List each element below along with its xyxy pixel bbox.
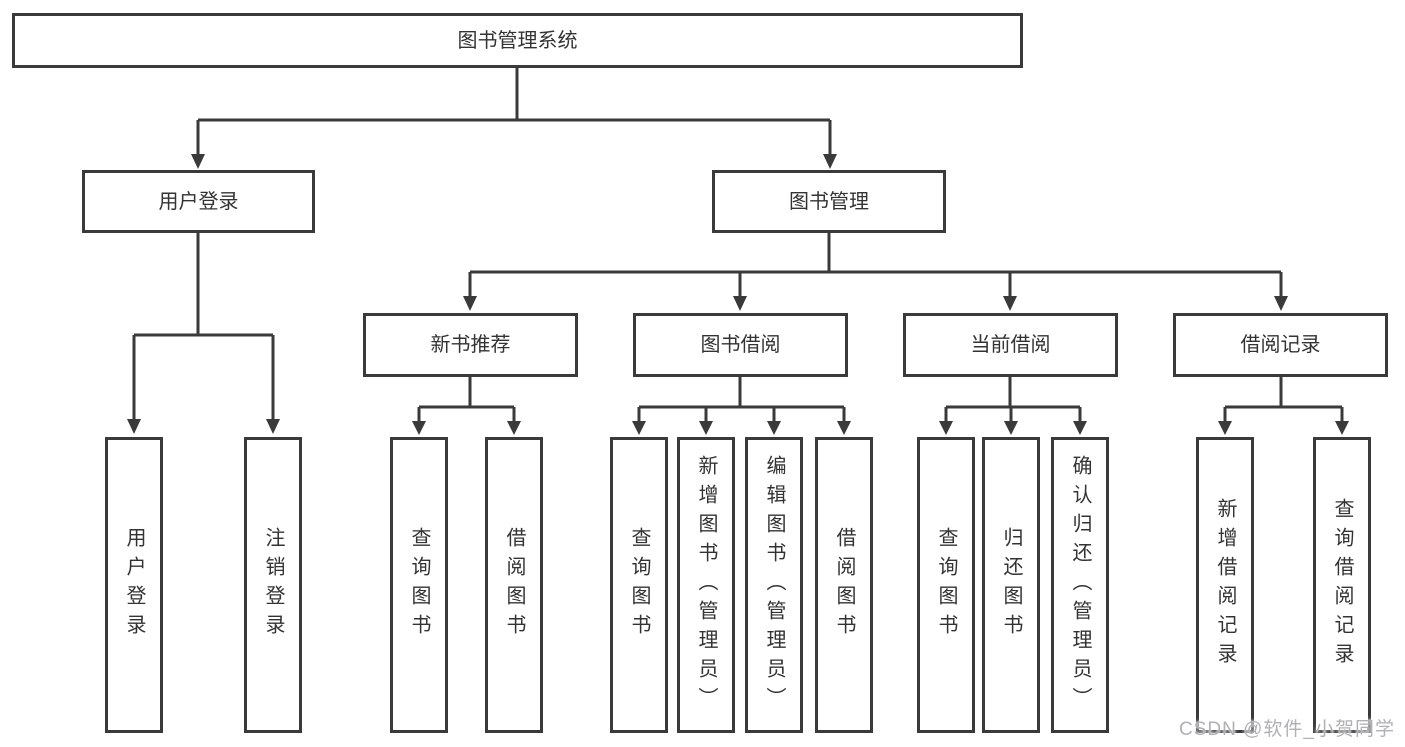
leaf-borrow-edit-admin-label: 编辑图书（管理员） xyxy=(763,454,785,716)
connector-root-to-level2 xyxy=(191,68,837,169)
node-root-system: 图书管理系统 xyxy=(12,13,1023,68)
connector-book-borrow-children xyxy=(632,377,851,435)
connector-current-borrow-children xyxy=(939,377,1087,435)
connector-new-book-children xyxy=(412,377,521,435)
node-book-management-label: 图书管理 xyxy=(789,190,869,213)
leaf-newbook-borrow-label: 借阅图书 xyxy=(503,527,525,643)
connector-user-login-children xyxy=(127,233,280,434)
leaf-record-add-label: 新增借阅记录 xyxy=(1214,498,1236,672)
node-user-login: 用户登录 xyxy=(82,170,315,233)
leaf-logout: 注销登录 xyxy=(244,437,302,733)
node-current-borrow-label: 当前借阅 xyxy=(970,334,1051,356)
connector-book-mgmt-children xyxy=(463,233,1288,311)
leaf-newbook-query: 查询图书 xyxy=(390,437,448,733)
node-book-borrow-label: 图书借阅 xyxy=(700,334,781,356)
leaf-current-query: 查询图书 xyxy=(917,437,975,733)
leaf-user-login: 用户登录 xyxy=(105,437,163,733)
leaf-borrow-query: 查询图书 xyxy=(610,437,668,733)
leaf-record-query-label: 查询借阅记录 xyxy=(1331,498,1353,672)
node-new-book-recommend: 新书推荐 xyxy=(363,313,578,377)
node-borrow-record-label: 借阅记录 xyxy=(1240,334,1321,356)
leaf-borrow-book-label: 借阅图书 xyxy=(833,527,855,643)
node-book-borrow: 图书借阅 xyxy=(633,313,848,377)
leaf-borrow-edit-admin: 编辑图书（管理员） xyxy=(745,437,803,733)
csdn-watermark: CSDN @软件_小贺同学 xyxy=(1179,719,1395,740)
leaf-return-book-label: 归还图书 xyxy=(1000,527,1022,643)
node-user-login-label: 用户登录 xyxy=(158,190,239,213)
leaf-borrow-add-admin-label: 新增图书（管理员） xyxy=(695,454,717,716)
leaf-newbook-borrow: 借阅图书 xyxy=(485,437,543,733)
leaf-record-add: 新增借阅记录 xyxy=(1196,437,1254,733)
node-new-book-recommend-label: 新书推荐 xyxy=(430,334,511,356)
leaf-borrow-add-admin: 新增图书（管理员） xyxy=(677,437,735,733)
connector-borrow-record-children xyxy=(1218,377,1349,435)
leaf-borrow-book: 借阅图书 xyxy=(815,437,873,733)
node-borrow-record: 借阅记录 xyxy=(1173,313,1388,377)
leaf-return-book: 归还图书 xyxy=(982,437,1040,733)
leaf-confirm-return-admin-label: 确认归还（管理员） xyxy=(1069,454,1091,716)
leaf-confirm-return-admin: 确认归还（管理员） xyxy=(1051,437,1109,733)
node-current-borrow: 当前借阅 xyxy=(903,313,1118,377)
leaf-logout-label: 注销登录 xyxy=(262,527,284,643)
node-book-management: 图书管理 xyxy=(712,170,946,233)
leaf-record-query: 查询借阅记录 xyxy=(1313,437,1371,733)
leaf-current-query-label: 查询图书 xyxy=(935,527,957,643)
node-root-label: 图书管理系统 xyxy=(457,29,578,52)
leaf-user-login-label: 用户登录 xyxy=(123,527,145,643)
leaf-borrow-query-label: 查询图书 xyxy=(628,527,650,643)
leaf-newbook-query-label: 查询图书 xyxy=(408,527,430,643)
